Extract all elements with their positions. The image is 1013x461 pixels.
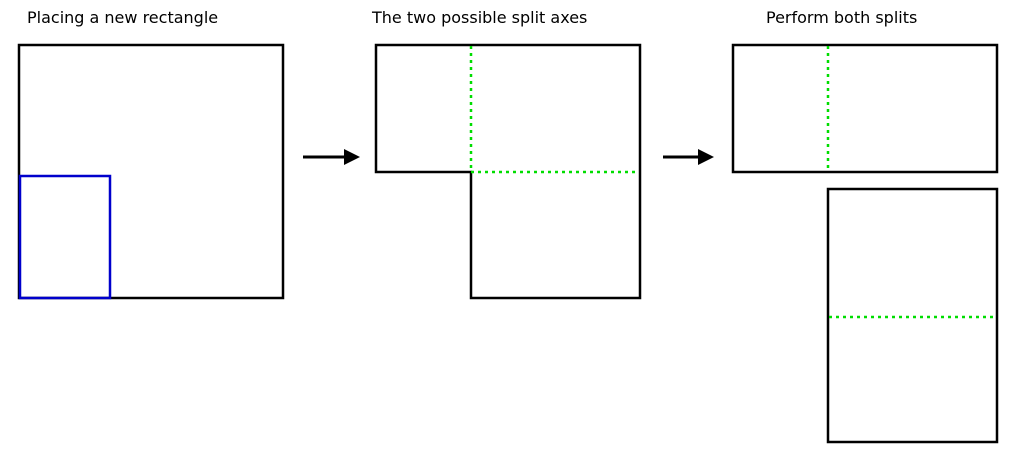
- panel-2: [374, 43, 642, 300]
- right-arrow-icon: [303, 149, 360, 165]
- panel-2-title: The two possible split axes: [372, 8, 588, 27]
- right-free-rectangle: [826, 187, 999, 444]
- right-arrow-icon: [663, 149, 714, 165]
- panel-3-title: Perform both splits: [766, 8, 918, 27]
- placed-rectangle: [18, 174, 112, 300]
- panel-3: [731, 43, 999, 444]
- panel-1: [17, 43, 285, 300]
- free-space-square: [17, 43, 285, 300]
- top-free-rectangle: [731, 43, 999, 174]
- panel-1-title: Placing a new rectangle: [27, 8, 219, 27]
- remaining-free-space: [374, 43, 642, 300]
